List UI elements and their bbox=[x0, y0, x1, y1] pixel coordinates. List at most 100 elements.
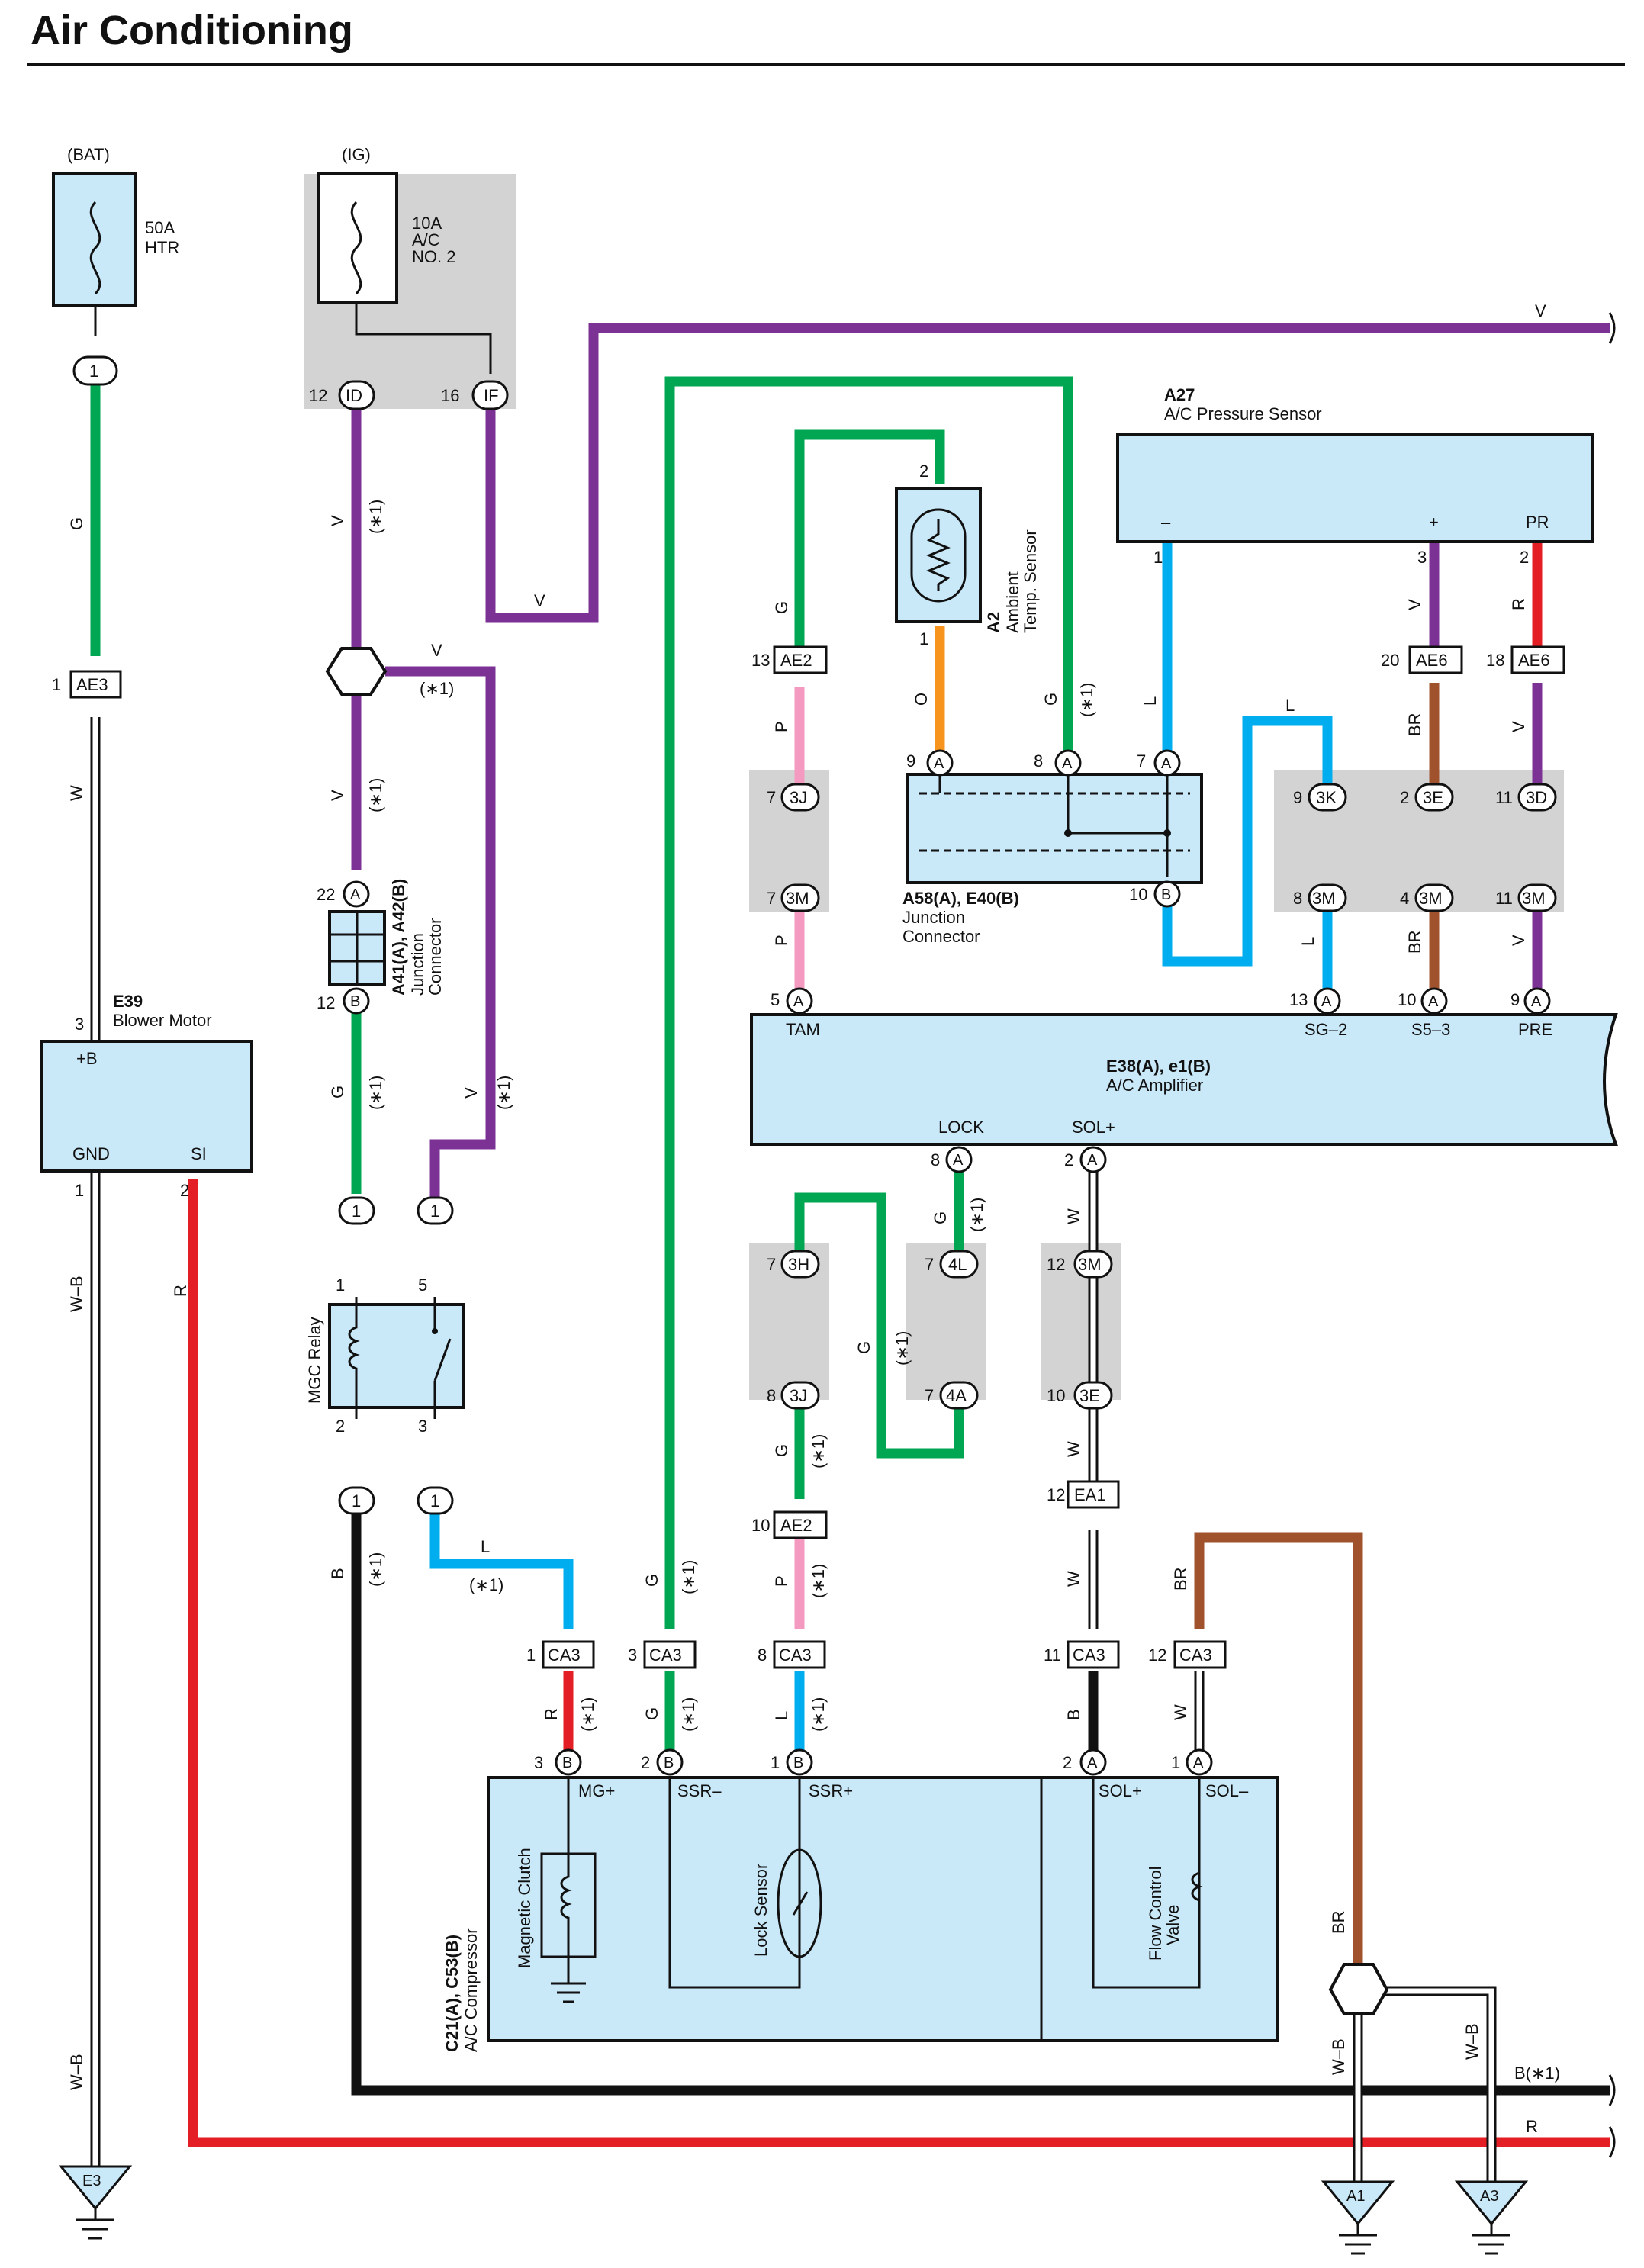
fuse-icon bbox=[89, 201, 101, 295]
svg-text:3J: 3J bbox=[790, 788, 807, 807]
svg-text:7: 7 bbox=[767, 889, 776, 908]
svg-text:A/C: A/C bbox=[412, 230, 440, 249]
svg-text:A: A bbox=[1161, 755, 1172, 772]
thermistor-icon bbox=[926, 519, 951, 591]
svg-text:B: B bbox=[1161, 886, 1171, 903]
svg-text:E38(A), e1(B): E38(A), e1(B) bbox=[1106, 1057, 1211, 1076]
svg-text:G: G bbox=[772, 1444, 791, 1457]
svg-text:BR: BR bbox=[1405, 713, 1424, 736]
svg-text:3M: 3M bbox=[1522, 889, 1546, 908]
svg-text:CA3: CA3 bbox=[548, 1646, 581, 1665]
svg-text:AE2: AE2 bbox=[780, 651, 812, 670]
svg-text:50A: 50A bbox=[145, 218, 175, 237]
svg-text:V: V bbox=[431, 641, 442, 660]
svg-text:BR: BR bbox=[1171, 1567, 1190, 1591]
mgc-relay: MGC Relay 1 5 2 3 bbox=[305, 1276, 465, 1436]
svg-text:–: – bbox=[1161, 513, 1171, 532]
svg-text:3: 3 bbox=[418, 1417, 427, 1436]
junction-connector-a58: A58(A), E40(B) Junction Connector 9 8 7 … bbox=[902, 751, 1203, 946]
svg-text:B: B bbox=[562, 1755, 572, 1771]
coil-icon bbox=[1191, 1777, 1203, 1987]
svg-text:G: G bbox=[1041, 693, 1060, 706]
coil-icon bbox=[560, 1777, 572, 1983]
svg-text:10: 10 bbox=[1047, 1386, 1065, 1405]
svg-text:A58(A), E40(B): A58(A), E40(B) bbox=[902, 889, 1019, 908]
svg-text:3: 3 bbox=[1417, 548, 1427, 567]
svg-text:16: 16 bbox=[441, 386, 459, 405]
svg-text:A/C Amplifier: A/C Amplifier bbox=[1106, 1076, 1203, 1095]
svg-text:12: 12 bbox=[1047, 1255, 1065, 1274]
svg-text:R: R bbox=[1509, 598, 1528, 610]
svg-text:G: G bbox=[772, 601, 791, 614]
svg-text:3M: 3M bbox=[1419, 889, 1443, 908]
svg-text:A2: A2 bbox=[984, 612, 1003, 633]
svg-text:4A: 4A bbox=[946, 1386, 967, 1405]
svg-text:11: 11 bbox=[1044, 1646, 1061, 1665]
svg-text:1: 1 bbox=[52, 675, 61, 694]
svg-text:W: W bbox=[1171, 1704, 1190, 1720]
svg-text:R: R bbox=[1526, 2117, 1538, 2136]
svg-text:8: 8 bbox=[1034, 751, 1043, 770]
page-title: Air Conditioning bbox=[31, 8, 353, 53]
svg-text:E3: E3 bbox=[82, 2173, 101, 2189]
svg-text:Valve: Valve bbox=[1163, 1905, 1182, 1945]
svg-text:3: 3 bbox=[534, 1753, 543, 1772]
svg-text:AE6: AE6 bbox=[1416, 651, 1448, 670]
svg-text:Junction: Junction bbox=[408, 933, 427, 996]
svg-text:8: 8 bbox=[767, 1386, 776, 1405]
svg-text:(∗1): (∗1) bbox=[679, 1697, 698, 1732]
svg-text:B: B bbox=[793, 1755, 803, 1771]
svg-text:AE3: AE3 bbox=[76, 675, 108, 694]
svg-text:LOCK: LOCK bbox=[938, 1118, 984, 1137]
svg-text:V: V bbox=[462, 1087, 481, 1099]
lock-sensor-icon bbox=[777, 1848, 822, 1958]
svg-text:1: 1 bbox=[430, 1491, 439, 1510]
svg-text:1: 1 bbox=[771, 1753, 780, 1772]
svg-text:A: A bbox=[1531, 993, 1542, 1010]
svg-text:3E: 3E bbox=[1079, 1386, 1100, 1405]
svg-text:A: A bbox=[1062, 755, 1073, 772]
svg-text:BR: BR bbox=[1405, 930, 1424, 954]
svg-text:(∗1): (∗1) bbox=[679, 1560, 698, 1594]
svg-text:1: 1 bbox=[1171, 1753, 1180, 1772]
svg-text:12: 12 bbox=[1047, 1485, 1065, 1504]
svg-text:O: O bbox=[912, 693, 931, 706]
svg-text:SI: SI bbox=[191, 1144, 207, 1163]
svg-text:(BAT): (BAT) bbox=[67, 145, 110, 164]
svg-text:(IG): (IG) bbox=[342, 145, 371, 164]
svg-text:(∗1): (∗1) bbox=[578, 1697, 597, 1732]
wire-color-labels: G W W–B W–B R V (∗1) V (∗1) V V V (∗1) G… bbox=[67, 301, 1560, 2136]
svg-text:13: 13 bbox=[751, 651, 770, 670]
svg-text:A1: A1 bbox=[1346, 2188, 1365, 2205]
coil-icon bbox=[348, 1297, 360, 1419]
svg-text:3K: 3K bbox=[1316, 788, 1337, 807]
svg-text:1: 1 bbox=[352, 1491, 361, 1510]
svg-text:2: 2 bbox=[919, 462, 928, 481]
svg-text:2: 2 bbox=[1400, 788, 1409, 807]
pin-markers: A A A B A B A A A A A A B B B A A bbox=[343, 749, 1551, 1776]
svg-text:IF: IF bbox=[484, 386, 499, 405]
svg-text:4: 4 bbox=[1400, 889, 1409, 908]
svg-text:G: G bbox=[642, 1574, 661, 1587]
svg-text:Connector: Connector bbox=[426, 918, 445, 996]
svg-text:2: 2 bbox=[1520, 548, 1529, 567]
svg-text:13: 13 bbox=[1289, 990, 1308, 1009]
svg-text:3H: 3H bbox=[788, 1255, 809, 1274]
svg-text:SSR–: SSR– bbox=[677, 1781, 722, 1800]
svg-text:1: 1 bbox=[336, 1276, 345, 1295]
svg-text:9: 9 bbox=[906, 751, 915, 770]
svg-text:A: A bbox=[1321, 993, 1332, 1010]
switch-icon bbox=[433, 1297, 452, 1419]
svg-text:A27: A27 bbox=[1164, 385, 1195, 404]
svg-text:3: 3 bbox=[75, 1015, 84, 1034]
fuse-icon bbox=[350, 201, 362, 295]
svg-text:NO. 2: NO. 2 bbox=[412, 247, 455, 266]
svg-text:8: 8 bbox=[758, 1646, 767, 1665]
svg-text:A: A bbox=[350, 886, 361, 903]
svg-text:L: L bbox=[1285, 696, 1295, 715]
svg-text:W–B: W–B bbox=[1329, 2038, 1348, 2075]
svg-text:(∗1): (∗1) bbox=[420, 679, 454, 698]
svg-text:Temp. Sensor: Temp. Sensor bbox=[1021, 529, 1040, 633]
svg-text:10A: 10A bbox=[412, 214, 442, 233]
